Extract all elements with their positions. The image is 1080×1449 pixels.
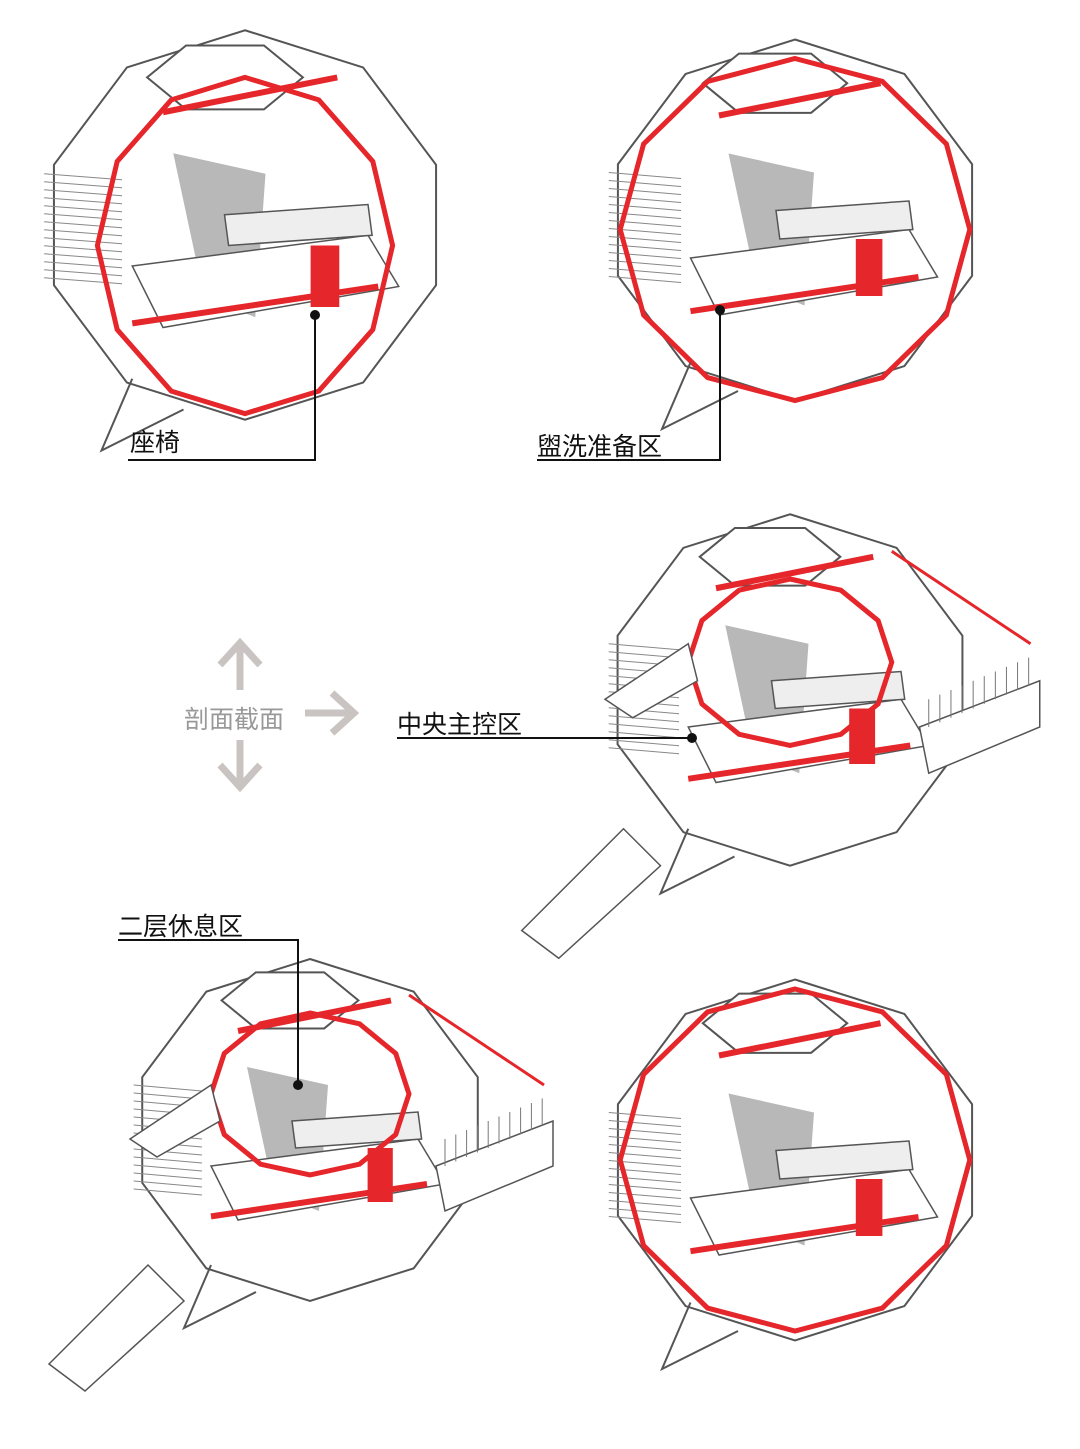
stair-ramp bbox=[520, 827, 662, 960]
pod-louver bbox=[44, 245, 123, 253]
pod-louver bbox=[608, 747, 680, 755]
pod-louver bbox=[608, 268, 682, 275]
section-cut-wall bbox=[367, 1148, 393, 1202]
section-cut-wall bbox=[310, 245, 340, 307]
pod-leg bbox=[658, 828, 735, 896]
section-cut-ceiling bbox=[715, 553, 874, 592]
pod-louver bbox=[133, 1084, 203, 1092]
pod-louver bbox=[608, 723, 680, 731]
pod-louver bbox=[608, 1192, 682, 1199]
pod-louver bbox=[608, 212, 682, 219]
pod-louver bbox=[133, 1164, 203, 1172]
stair-ramp bbox=[47, 1263, 186, 1392]
label-section: 剖面截面 bbox=[184, 705, 285, 734]
section-cut-outline bbox=[94, 74, 396, 417]
section-cut-outline bbox=[208, 1010, 412, 1178]
section-cut-ceiling bbox=[718, 80, 882, 119]
pod-leg bbox=[99, 378, 184, 453]
label-wash-prep: 盥洗准备区 bbox=[537, 432, 663, 461]
section-cut-ceiling bbox=[718, 1020, 882, 1059]
pod-louver bbox=[608, 731, 680, 739]
pod-louver bbox=[44, 229, 123, 237]
pod-louver bbox=[608, 1144, 682, 1151]
pod-louver bbox=[44, 277, 123, 285]
pod-louver bbox=[608, 1216, 682, 1223]
pod-louver bbox=[608, 172, 682, 179]
pod-louver bbox=[44, 237, 123, 245]
pod-console bbox=[775, 200, 914, 240]
leader-wash-prep-dot bbox=[715, 305, 725, 315]
pod-louver bbox=[608, 1128, 682, 1135]
pod-louver bbox=[608, 651, 680, 659]
pod-leg bbox=[660, 362, 739, 432]
pod-louver bbox=[608, 260, 682, 267]
pod-louver bbox=[608, 188, 682, 195]
arrow-right-icon bbox=[305, 690, 360, 736]
label-second-floor-rest: 二层休息区 bbox=[118, 912, 244, 941]
arrow-down-icon bbox=[217, 740, 263, 793]
section-cut-ceiling bbox=[237, 997, 392, 1034]
label-central-control: 中央主控区 bbox=[397, 710, 523, 739]
open-hatch bbox=[603, 642, 699, 719]
pod-louver bbox=[608, 252, 682, 259]
pod-louver bbox=[133, 1148, 203, 1156]
pod-louver bbox=[608, 1200, 682, 1207]
pod-louver bbox=[608, 643, 680, 651]
pod-louver bbox=[44, 213, 123, 221]
pod-louver bbox=[608, 180, 682, 187]
leader-seat-dot bbox=[310, 310, 320, 320]
leader-second-floor-rest bbox=[118, 939, 299, 1085]
pod-console bbox=[223, 203, 373, 247]
pod-louver bbox=[608, 204, 682, 211]
pod-louver bbox=[608, 739, 680, 747]
pod-leg bbox=[660, 1302, 739, 1372]
pod-louver bbox=[44, 205, 123, 213]
pod-louver bbox=[608, 244, 682, 251]
pod-louver bbox=[133, 1172, 203, 1180]
section-cut-outline bbox=[617, 55, 973, 404]
pod-louver bbox=[608, 715, 680, 723]
leader-second-floor-rest-dot bbox=[293, 1080, 303, 1090]
pod-louver bbox=[608, 1208, 682, 1215]
pod-louver bbox=[608, 1176, 682, 1183]
pod-louver bbox=[44, 221, 123, 229]
pod-louver bbox=[133, 1156, 203, 1164]
pod-louver bbox=[608, 1112, 682, 1119]
pod-louver bbox=[608, 1184, 682, 1191]
section-cut-wall bbox=[855, 1179, 883, 1236]
section-cut-outline bbox=[617, 986, 973, 1334]
section-cut-wall bbox=[855, 239, 883, 296]
pod-louver bbox=[133, 1180, 203, 1188]
side-deck bbox=[435, 1119, 554, 1213]
pod-console bbox=[770, 670, 906, 710]
pod-louver bbox=[608, 1120, 682, 1127]
side-deck bbox=[918, 679, 1041, 775]
arrow-up-icon bbox=[217, 637, 263, 690]
section-cut-ceiling bbox=[162, 74, 338, 116]
pod-louver bbox=[608, 1136, 682, 1143]
pod-louver bbox=[44, 173, 123, 181]
label-seat: 座椅 bbox=[130, 428, 181, 457]
pod-louver bbox=[44, 253, 123, 261]
pod-console bbox=[775, 1140, 914, 1180]
pod-louver bbox=[133, 1188, 203, 1196]
open-hatch-cut bbox=[890, 550, 1032, 645]
leader-central-control-dot bbox=[687, 733, 697, 743]
section-cut-outline bbox=[685, 576, 895, 749]
pod-leg bbox=[182, 1264, 257, 1331]
pod-louver bbox=[44, 261, 123, 269]
pod-louver bbox=[608, 196, 682, 203]
open-hatch-cut bbox=[408, 993, 545, 1087]
leader-seat bbox=[128, 315, 316, 461]
pod-louver bbox=[44, 269, 123, 277]
pod-louver bbox=[608, 276, 682, 283]
section-cut-wall bbox=[849, 708, 876, 764]
open-hatch bbox=[128, 1083, 221, 1158]
leader-wash-prep bbox=[537, 310, 721, 461]
